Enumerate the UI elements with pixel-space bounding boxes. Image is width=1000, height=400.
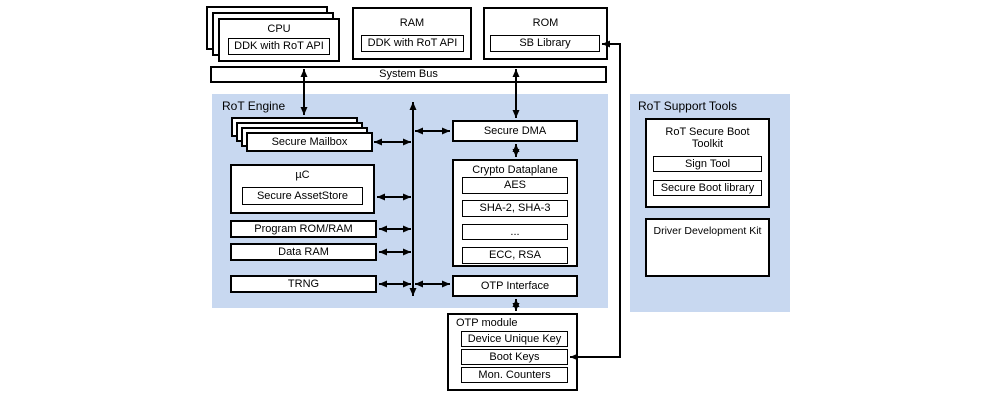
sign-tool-box: Sign Tool: [653, 156, 762, 172]
secure-boot-library-box: Secure Boot library: [653, 180, 762, 196]
secure-mailbox-box: Secure Mailbox: [246, 132, 373, 152]
sha-box: SHA-2, SHA-3: [462, 200, 568, 217]
driver-development-kit-box: Driver Development Kit: [645, 218, 770, 277]
sb-library-box: SB Library: [490, 35, 600, 52]
aes-box: AES: [462, 177, 568, 194]
rom-label: ROM: [532, 17, 559, 29]
uc-label: µC: [295, 169, 310, 181]
ram-ddk-box: DDK with RoT API: [361, 35, 464, 52]
trng-box: TRNG: [230, 275, 377, 293]
cpu-label: CPU: [267, 23, 291, 35]
data-ram-box: Data RAM: [230, 243, 377, 261]
rot-support-tools-title: RoT Support Tools: [638, 99, 737, 113]
otp-module-label: OTP module: [456, 317, 518, 329]
rom-box: ROM: [483, 7, 608, 60]
secure-dma-box: Secure DMA: [452, 120, 578, 142]
secure-assetstore-box: Secure AssetStore: [242, 187, 363, 205]
mon-counters-box: Mon. Counters: [461, 367, 568, 383]
otp-interface-box: OTP Interface: [452, 275, 578, 297]
cpu-ddk-box: DDK with RoT API: [228, 38, 330, 55]
crypto-more-box: ...: [462, 224, 568, 240]
boot-keys-box: Boot Keys: [461, 349, 568, 365]
program-rom-ram-box: Program ROM/RAM: [230, 220, 377, 238]
secure-boot-toolkit-label: RoT Secure Boot Toolkit: [665, 126, 750, 151]
device-unique-key-box: Device Unique Key: [461, 331, 568, 347]
rot-engine-title: RoT Engine: [222, 99, 286, 113]
ram-box: RAM: [352, 7, 472, 60]
ecc-rsa-box: ECC, RSA: [462, 247, 568, 264]
ram-label: RAM: [399, 17, 425, 29]
driver-development-kit-label: Driver Development Kit: [653, 225, 762, 237]
system-bus: System Bus: [210, 66, 607, 83]
crypto-dataplane-label: Crypto Dataplane: [472, 164, 558, 176]
